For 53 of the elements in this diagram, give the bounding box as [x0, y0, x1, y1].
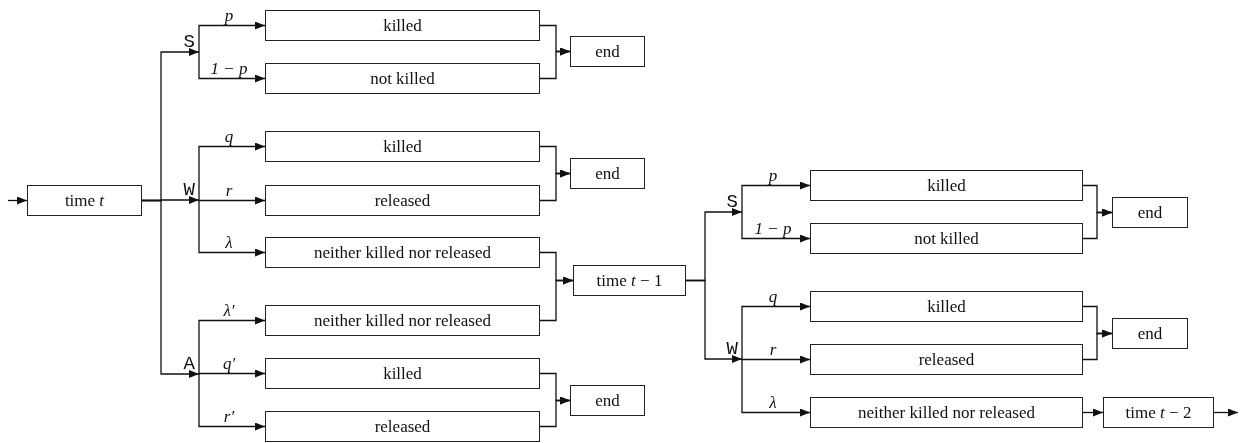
process-box: not killed	[265, 63, 540, 94]
process-box: time t − 1	[573, 265, 686, 296]
arrow	[539, 276, 574, 322]
process-box: released	[265, 411, 540, 442]
process-box: end	[570, 385, 645, 416]
edge-label: λ	[767, 393, 779, 411]
process-box: time t	[27, 185, 142, 216]
process-box: released	[265, 185, 540, 216]
arrow	[1082, 329, 1113, 361]
arrow	[198, 196, 266, 205]
arrow	[741, 355, 811, 364]
arrow	[198, 199, 266, 257]
arrow	[198, 316, 266, 375]
edge-label: λ′	[221, 301, 237, 319]
process-box: neither killed nor released	[265, 305, 540, 336]
arrow	[741, 358, 811, 417]
arrow	[685, 279, 743, 363]
process-box: neither killed nor released	[265, 237, 540, 268]
arrow	[741, 181, 811, 213]
process-box: killed	[265, 131, 540, 162]
process-box: end	[570, 36, 645, 67]
arrow	[539, 169, 571, 202]
arrow	[198, 373, 266, 431]
arrow	[741, 302, 811, 360]
process-box: killed	[265, 358, 540, 389]
arrow	[198, 142, 266, 201]
arrow	[539, 47, 571, 80]
branch-letter: W	[712, 339, 742, 359]
process-box: killed	[265, 10, 540, 41]
arrow	[1082, 208, 1113, 240]
process-box: end	[1112, 197, 1188, 228]
edge-label: λ	[223, 233, 235, 251]
branch-letter: W	[168, 180, 199, 200]
arrow	[741, 211, 811, 243]
process-box: neither killed nor released	[810, 397, 1083, 428]
arrow	[539, 396, 571, 428]
arrow	[7, 196, 28, 205]
process-box: not killed	[810, 223, 1083, 254]
branch-letter: A	[168, 354, 199, 374]
process-box: killed	[810, 170, 1083, 201]
branch-letter: S	[712, 192, 742, 212]
process-box: end	[1112, 318, 1188, 349]
arrow	[141, 199, 200, 378]
branch-letter: S	[168, 32, 199, 52]
process-box: killed	[810, 291, 1083, 322]
process-box: end	[570, 158, 645, 189]
process-box: released	[810, 344, 1083, 375]
arrow	[1213, 408, 1239, 417]
arrow	[1082, 408, 1104, 417]
arrow	[198, 51, 266, 83]
process-box: time t − 2	[1103, 397, 1214, 428]
arrow	[198, 21, 266, 53]
arrow	[198, 369, 266, 378]
